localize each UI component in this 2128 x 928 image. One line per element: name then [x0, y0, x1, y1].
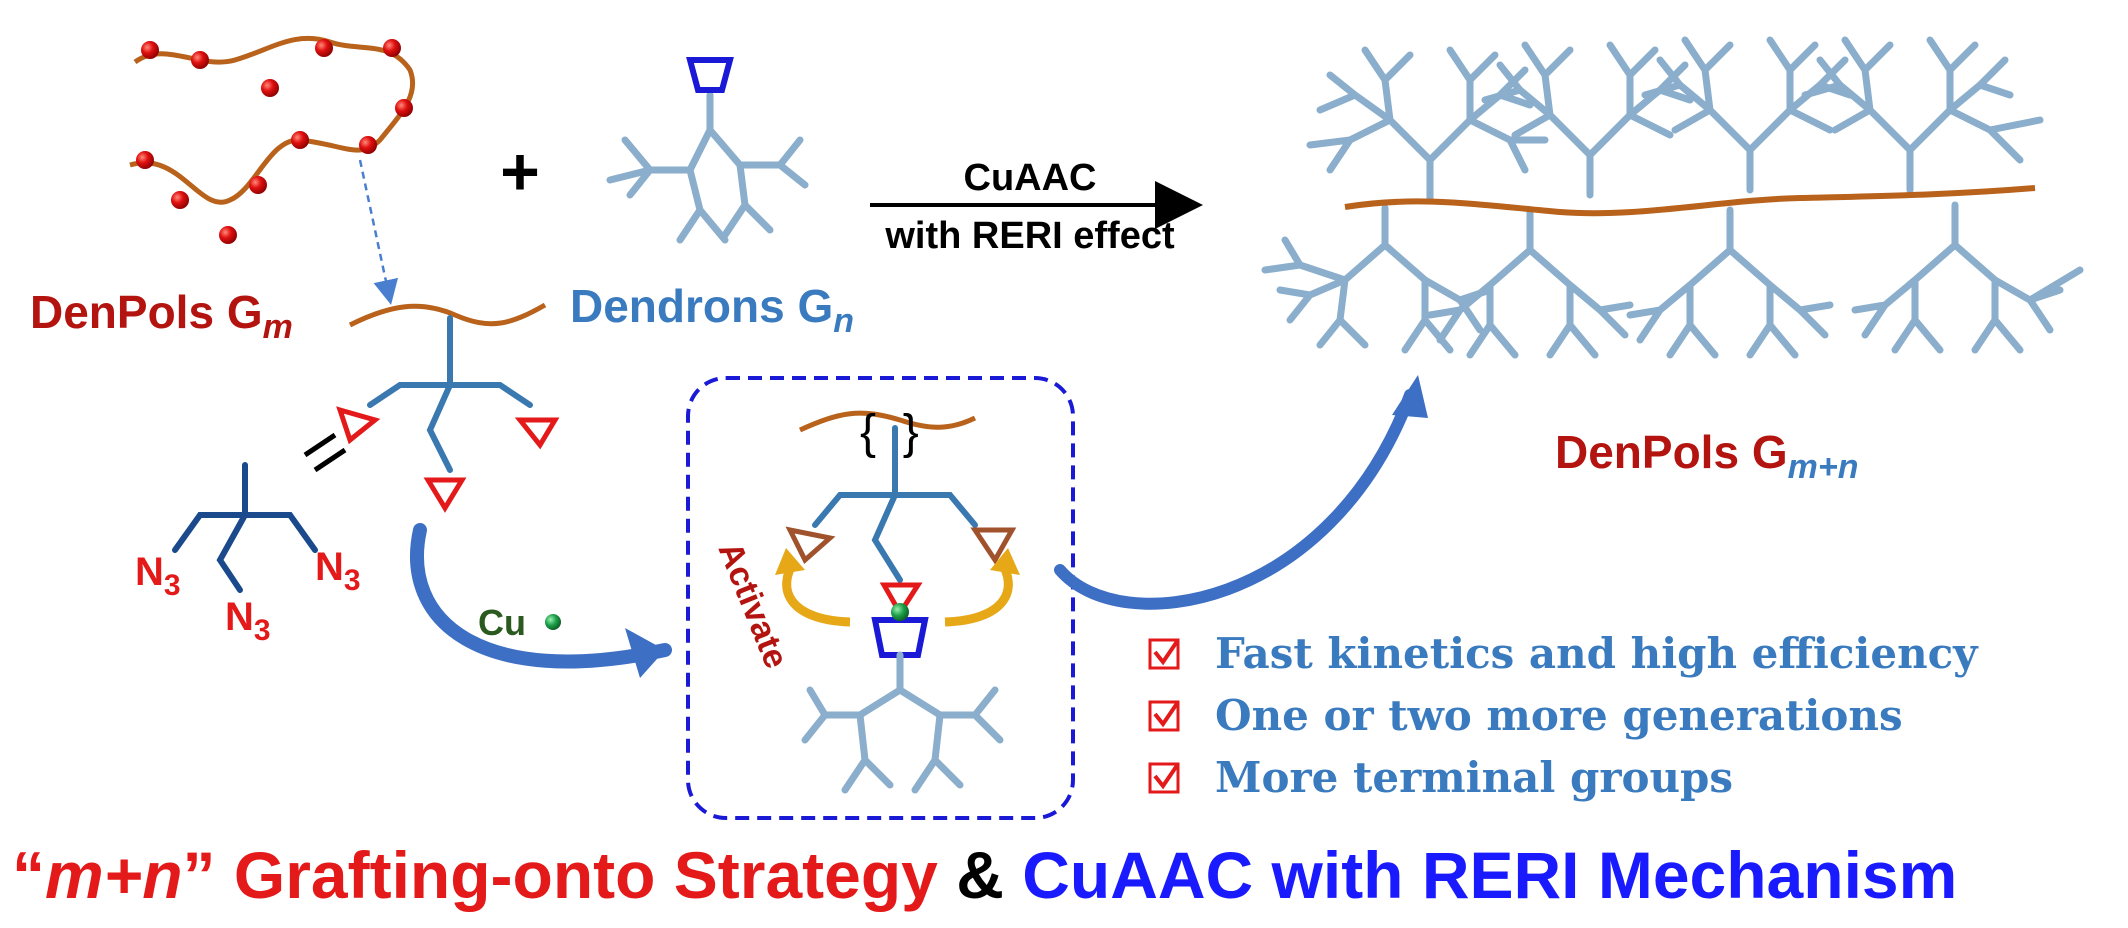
dendron-gn [606, 91, 809, 244]
zoom-dashed-arrow [358, 159, 399, 305]
feature-item: More terminal groups [1148, 753, 1733, 802]
label-denpols-gmn: DenPols Gm+n [1555, 426, 1858, 486]
azide-label-3: N3 [225, 595, 271, 647]
curved-arrow-out [1054, 389, 1416, 610]
mechanism-box [686, 376, 1075, 820]
monomer-unit [336, 302, 560, 513]
feature-item: One or two more generations [1148, 691, 1903, 740]
dendronized-polymer-product [1261, 36, 2084, 359]
label-dendrons-gn: Dendrons Gn [570, 280, 854, 340]
feature-text: More terminal groups [1215, 753, 1733, 802]
product-backbone [1344, 185, 2036, 217]
checkbox-icon [1153, 762, 1180, 790]
bead-polymer [129, 35, 416, 305]
triazide-core [172, 462, 318, 593]
checkbox-icon [1153, 700, 1180, 728]
cu-label: Cu [478, 602, 526, 643]
arrow-label-reri: with RERI effect [884, 215, 1175, 257]
equivalence-sign [303, 432, 347, 473]
curved-arrow-in [410, 523, 672, 669]
feature-text: One or two more generations [1215, 691, 1903, 740]
azide-label-1: N3 [135, 550, 181, 602]
feature-list: Fast kinetics and high efficiency One or… [1148, 629, 1979, 802]
mechanism-illustration: { } [775, 406, 1020, 794]
scheme-title: “m+n” Grafting-onto Strategy & CuAAC wit… [12, 838, 1957, 912]
label-denpols-gm: DenPols Gm [30, 286, 293, 346]
svg-text:{ }: { } [860, 406, 919, 459]
feature-text: Fast kinetics and high efficiency [1215, 629, 1979, 678]
azide-label-2: N3 [315, 545, 361, 597]
feature-item: Fast kinetics and high efficiency [1148, 629, 1979, 678]
checkbox-icon [1153, 638, 1180, 666]
polymer-beads [136, 39, 413, 244]
alkyne-ring-icon [686, 57, 734, 93]
arrow-label-cuaac: CuAAC [964, 157, 1097, 199]
cu-atom-icon [545, 614, 561, 630]
plus-sign: + [500, 134, 540, 210]
cu-center-icon [891, 603, 909, 621]
